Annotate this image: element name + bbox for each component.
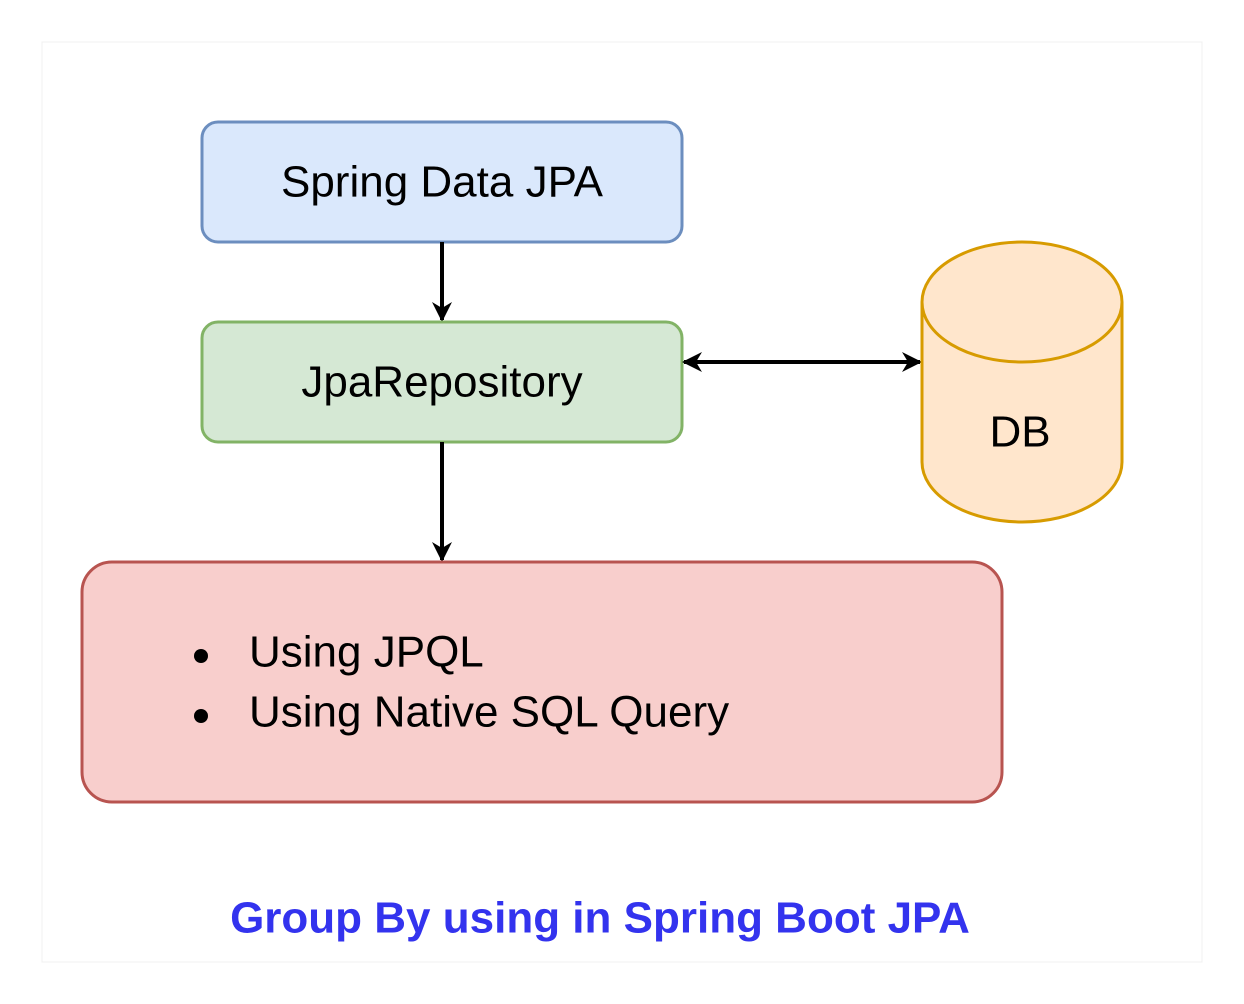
jpa-repository-node[interactable]: JpaRepository xyxy=(200,320,684,444)
query-methods-box xyxy=(80,560,1004,804)
jpa-repository-label: JpaRepository xyxy=(301,358,582,407)
bullet-icon xyxy=(194,709,208,723)
db-node[interactable]: DB xyxy=(920,240,1124,524)
bullet-icon xyxy=(194,649,208,663)
spring-data-jpa-node[interactable]: Spring Data JPA xyxy=(200,120,684,244)
db-cylinder-body xyxy=(920,302,1124,524)
diagram-caption: Group By using in Spring Boot JPA xyxy=(230,894,970,943)
query-item-native-sql: Using Native SQL Query xyxy=(249,688,729,737)
db-cylinder-top xyxy=(920,240,1124,364)
query-methods-node[interactable]: Using JPQL Using Native SQL Query xyxy=(80,560,1004,804)
db-label: DB xyxy=(989,408,1050,457)
query-item-jpql: Using JPQL xyxy=(249,628,484,677)
spring-data-jpa-label: Spring Data JPA xyxy=(281,158,604,207)
